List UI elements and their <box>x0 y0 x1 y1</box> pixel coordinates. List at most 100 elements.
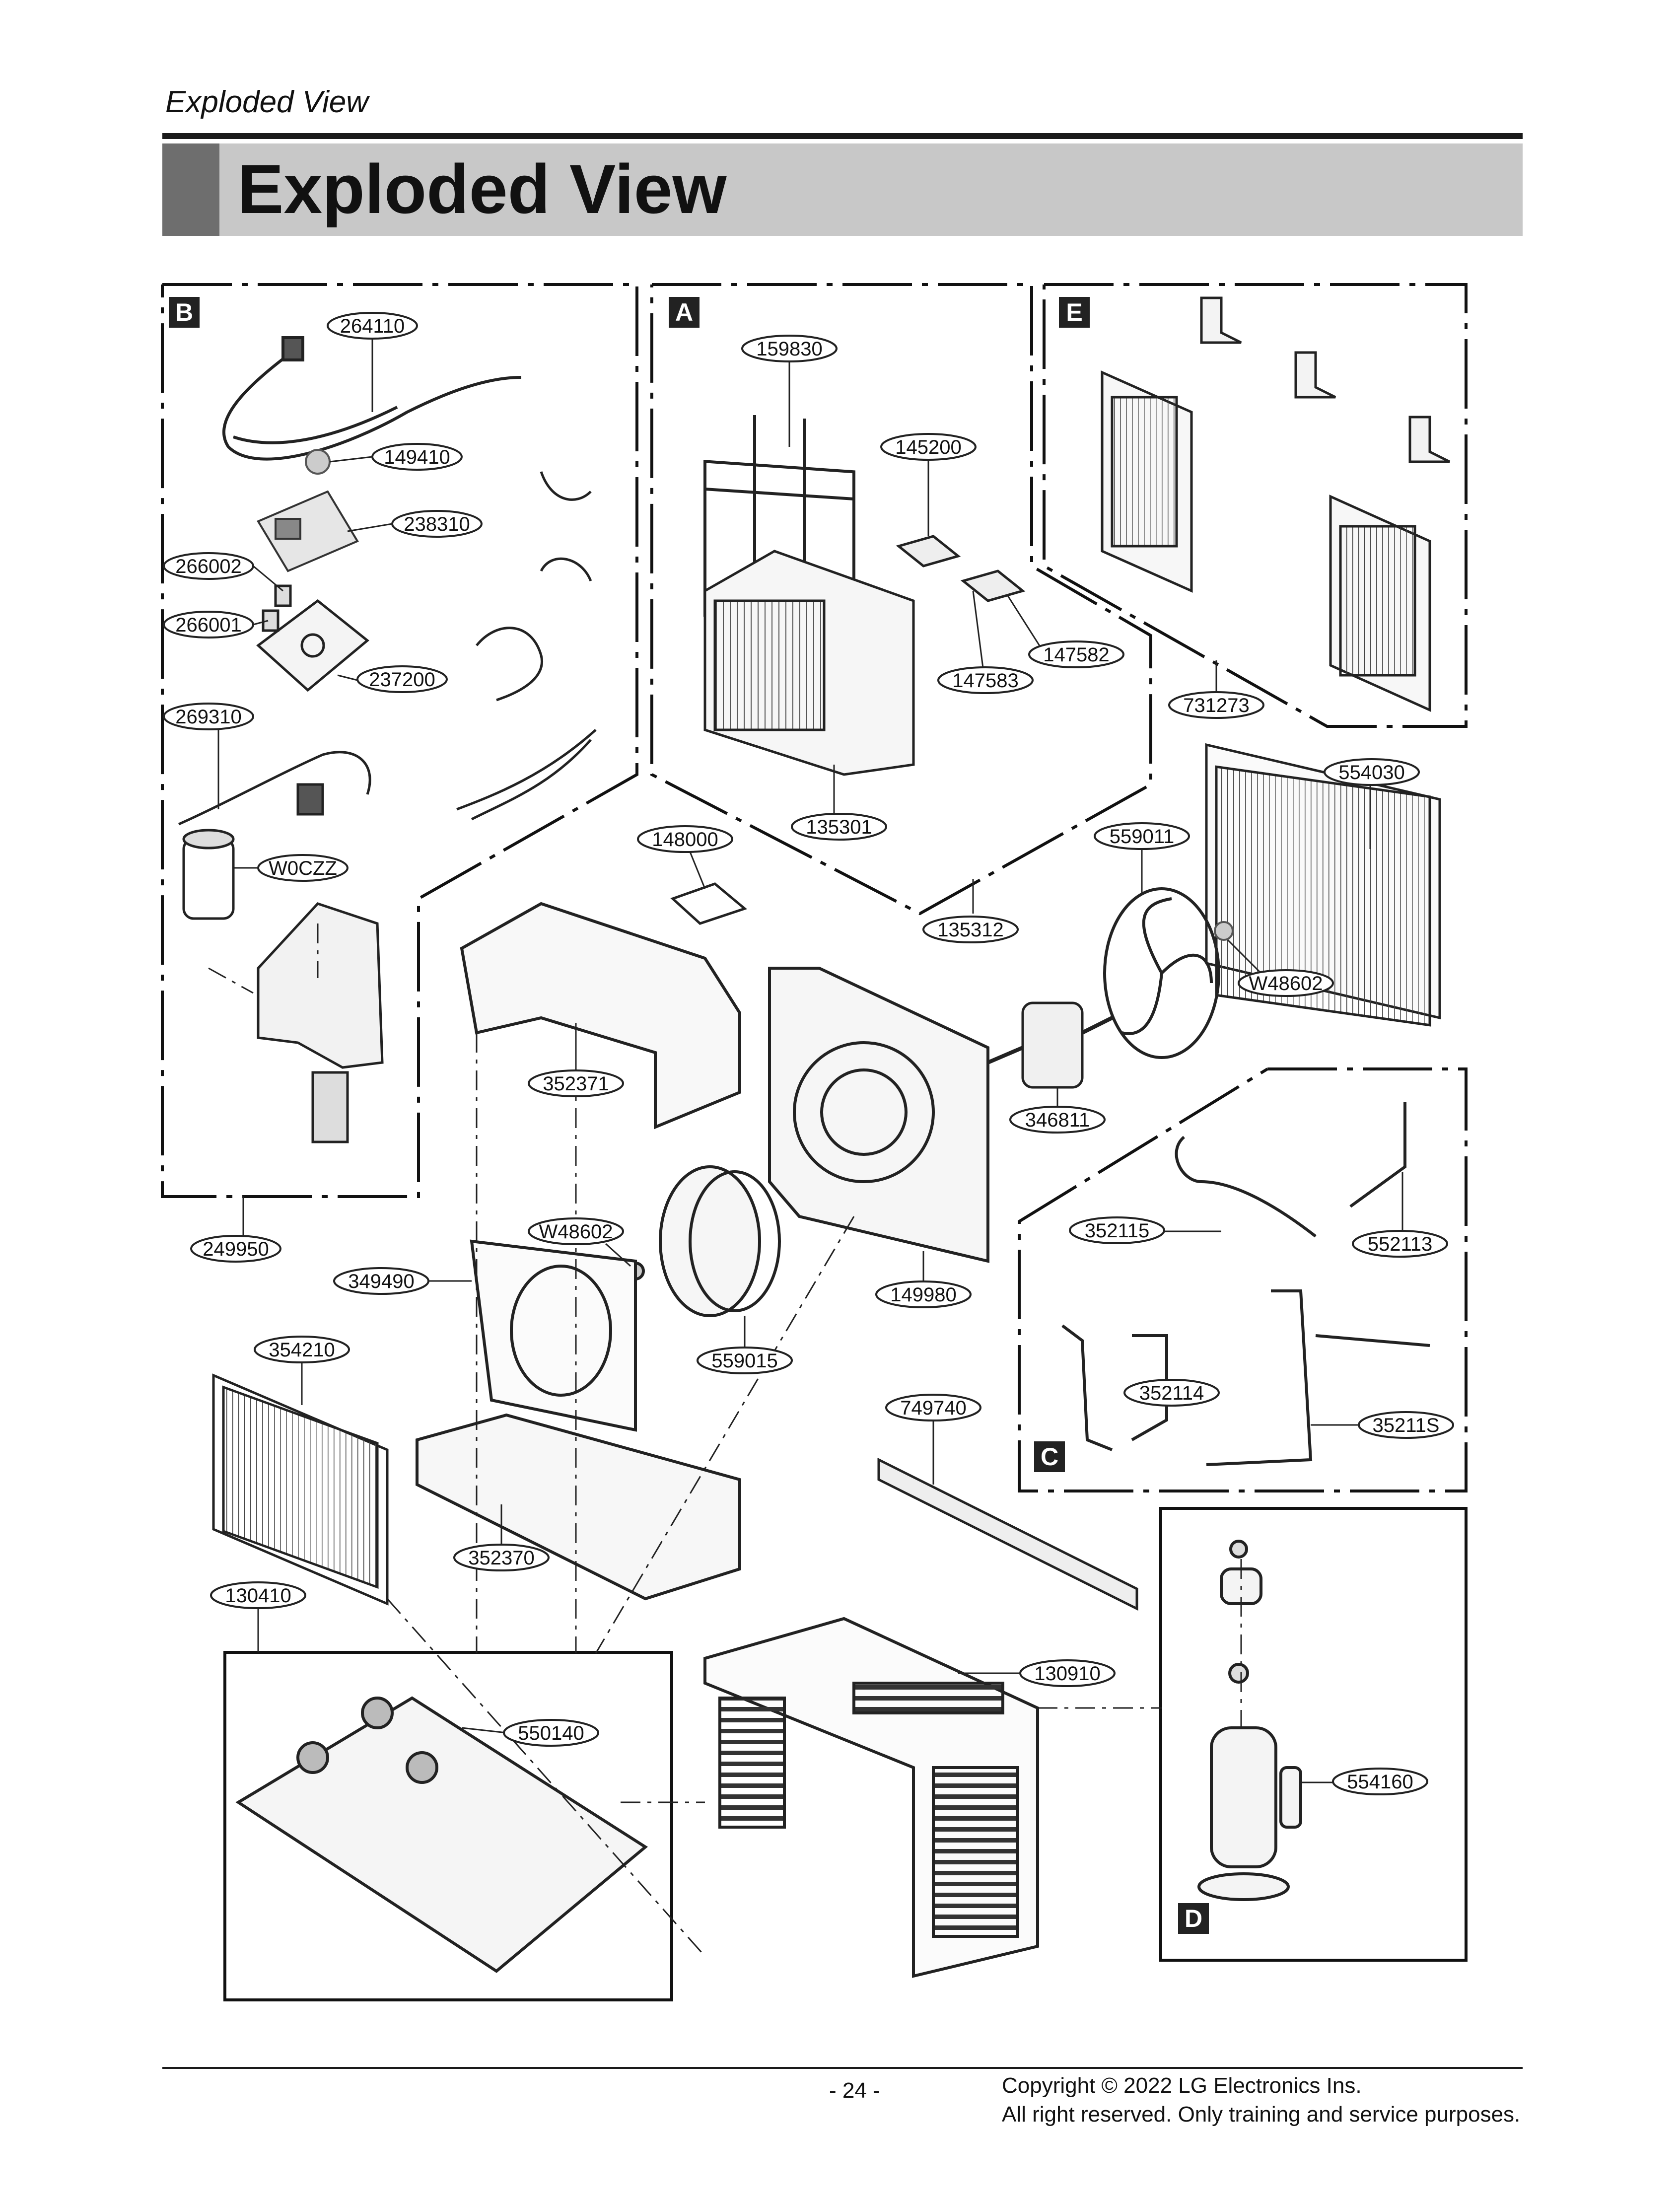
box-badge-e: E <box>1059 297 1090 328</box>
blower-559015-illustration <box>626 1165 781 1317</box>
svg-text:352115: 352115 <box>1085 1220 1150 1242</box>
svg-text:D: D <box>1185 1905 1202 1932</box>
callout-147583: 147583 <box>937 590 1034 694</box>
box-d-outline <box>1159 1507 1468 1962</box>
callout-349490: 349490 <box>333 1267 472 1295</box>
svg-text:354210: 354210 <box>269 1339 335 1361</box>
box-badge-a: A <box>669 297 700 328</box>
box-badge-c: C <box>1034 1441 1065 1472</box>
svg-text:749740: 749740 <box>900 1397 966 1419</box>
svg-text:349490: 349490 <box>348 1271 414 1292</box>
callout-346811: 346811 <box>1009 1087 1106 1134</box>
svg-text:552113: 552113 <box>1368 1233 1433 1255</box>
svg-text:346811: 346811 <box>1025 1109 1090 1131</box>
callout-554160: 554160 <box>1301 1768 1428 1795</box>
screw-149410-illustration <box>305 449 331 475</box>
svg-text:237200: 237200 <box>369 669 435 691</box>
svg-text:148000: 148000 <box>652 829 718 851</box>
orifice-349490-illustration <box>470 1239 637 1432</box>
header-rule <box>162 133 1523 139</box>
svg-text:130910: 130910 <box>1034 1663 1100 1685</box>
title-accent <box>162 143 219 236</box>
callout-159830: 159830 <box>741 335 838 447</box>
svg-text:238310: 238310 <box>404 513 470 535</box>
section-label: Exploded View <box>165 85 369 119</box>
svg-text:147582: 147582 <box>1043 644 1109 666</box>
power-cord-illustration <box>222 336 522 461</box>
callout-249950: 249950 <box>190 1197 281 1263</box>
thermistor-269310-illustration <box>178 751 371 826</box>
svg-text:W48602: W48602 <box>1249 973 1323 994</box>
svg-text:269310: 269310 <box>175 706 241 728</box>
box-badge-b: B <box>169 297 200 328</box>
box-c-outline <box>1018 1067 1468 1492</box>
pipes-c-illustration <box>1061 1102 1430 1466</box>
evaporator-354210-illustration <box>212 1373 389 1606</box>
callout-149980: 149980 <box>875 1251 972 1308</box>
callout-552113: 552113 <box>1352 1172 1448 1258</box>
drain-pan-352370-illustration <box>416 1413 741 1601</box>
callout-352370: 352370 <box>453 1504 550 1571</box>
svg-text:W48602: W48602 <box>539 1221 613 1243</box>
louvers-145200-illustration <box>896 535 1026 602</box>
callout-352371: 352371 <box>528 1023 624 1097</box>
svg-text:352371: 352371 <box>543 1073 609 1095</box>
callout-W48602-b: W48602 <box>528 1217 631 1267</box>
box-badge-d: D <box>1178 1903 1209 1934</box>
nut-w48602-a-illustration <box>1214 921 1234 941</box>
capacitor-illustration <box>182 829 235 920</box>
box-b-outline <box>161 283 638 1198</box>
callout-550140: 550140 <box>461 1719 599 1747</box>
control-box-illustration <box>256 584 369 692</box>
callout-354210: 354210 <box>254 1336 350 1405</box>
svg-text:B: B <box>175 298 193 326</box>
callout-148000: 148000 <box>637 825 733 889</box>
callout-269310: 269310 <box>163 703 254 809</box>
page-number: - 24 - <box>829 2078 880 2103</box>
callout-238310: 238310 <box>347 510 483 538</box>
cabinet-130910-illustration <box>703 1617 1039 1978</box>
callout-135312: 135312 <box>922 879 1019 943</box>
clip-148000-illustration <box>670 882 748 925</box>
callout-264110: 264110 <box>327 312 418 412</box>
motor-346811-illustration <box>987 1001 1113 1089</box>
assembly-guides <box>208 923 1242 1957</box>
svg-text:145200: 145200 <box>895 436 961 458</box>
page-title: Exploded View <box>237 150 727 228</box>
shroud-149980-illustration <box>768 967 989 1263</box>
rail-749740-illustration <box>877 1457 1138 1611</box>
svg-text:A: A <box>675 298 693 326</box>
svg-text:135301: 135301 <box>806 816 872 838</box>
copyright-line-1: Copyright © 2022 LG Electronics Ins. <box>1002 2073 1362 2098</box>
callouts: 264110 149410 238310 266002 266001 23720… <box>163 312 1454 1795</box>
box-a-outline <box>650 283 1152 916</box>
callout-237200: 237200 <box>337 665 448 693</box>
callout-135301: 135301 <box>791 765 887 841</box>
svg-text:266001: 266001 <box>175 614 241 636</box>
box-e-outline <box>1043 283 1468 728</box>
callout-352115: 352115 <box>1069 1216 1221 1244</box>
callout-130410: 130410 <box>210 1581 306 1652</box>
svg-text:266002: 266002 <box>175 556 241 577</box>
svg-text:264110: 264110 <box>340 315 405 337</box>
svg-text:W0CZZ: W0CZZ <box>269 857 337 879</box>
callout-149410: 149410 <box>329 443 463 471</box>
housing-352371-illustration <box>460 902 741 1130</box>
callout-W0CZZ: W0CZZ <box>233 854 349 882</box>
control-bracket-illustration <box>257 902 384 1143</box>
callout-145200: 145200 <box>880 433 977 536</box>
callout-35211S: 35211S <box>1311 1411 1454 1439</box>
condenser-554030-illustration <box>1205 743 1441 1027</box>
callout-731273: 731273 <box>1168 660 1264 719</box>
svg-text:149410: 149410 <box>384 446 450 468</box>
svg-text:249950: 249950 <box>203 1238 269 1260</box>
callout-559011: 559011 <box>1094 822 1190 894</box>
front-grille-illustration <box>703 550 915 776</box>
svg-text:149980: 149980 <box>890 1284 956 1306</box>
brackets-e-illustration <box>1200 296 1451 463</box>
callout-749740: 749740 <box>885 1394 981 1485</box>
callout-266002: 266002 <box>163 552 283 592</box>
svg-text:159830: 159830 <box>756 338 822 360</box>
callout-352114: 352114 <box>1123 1379 1220 1407</box>
